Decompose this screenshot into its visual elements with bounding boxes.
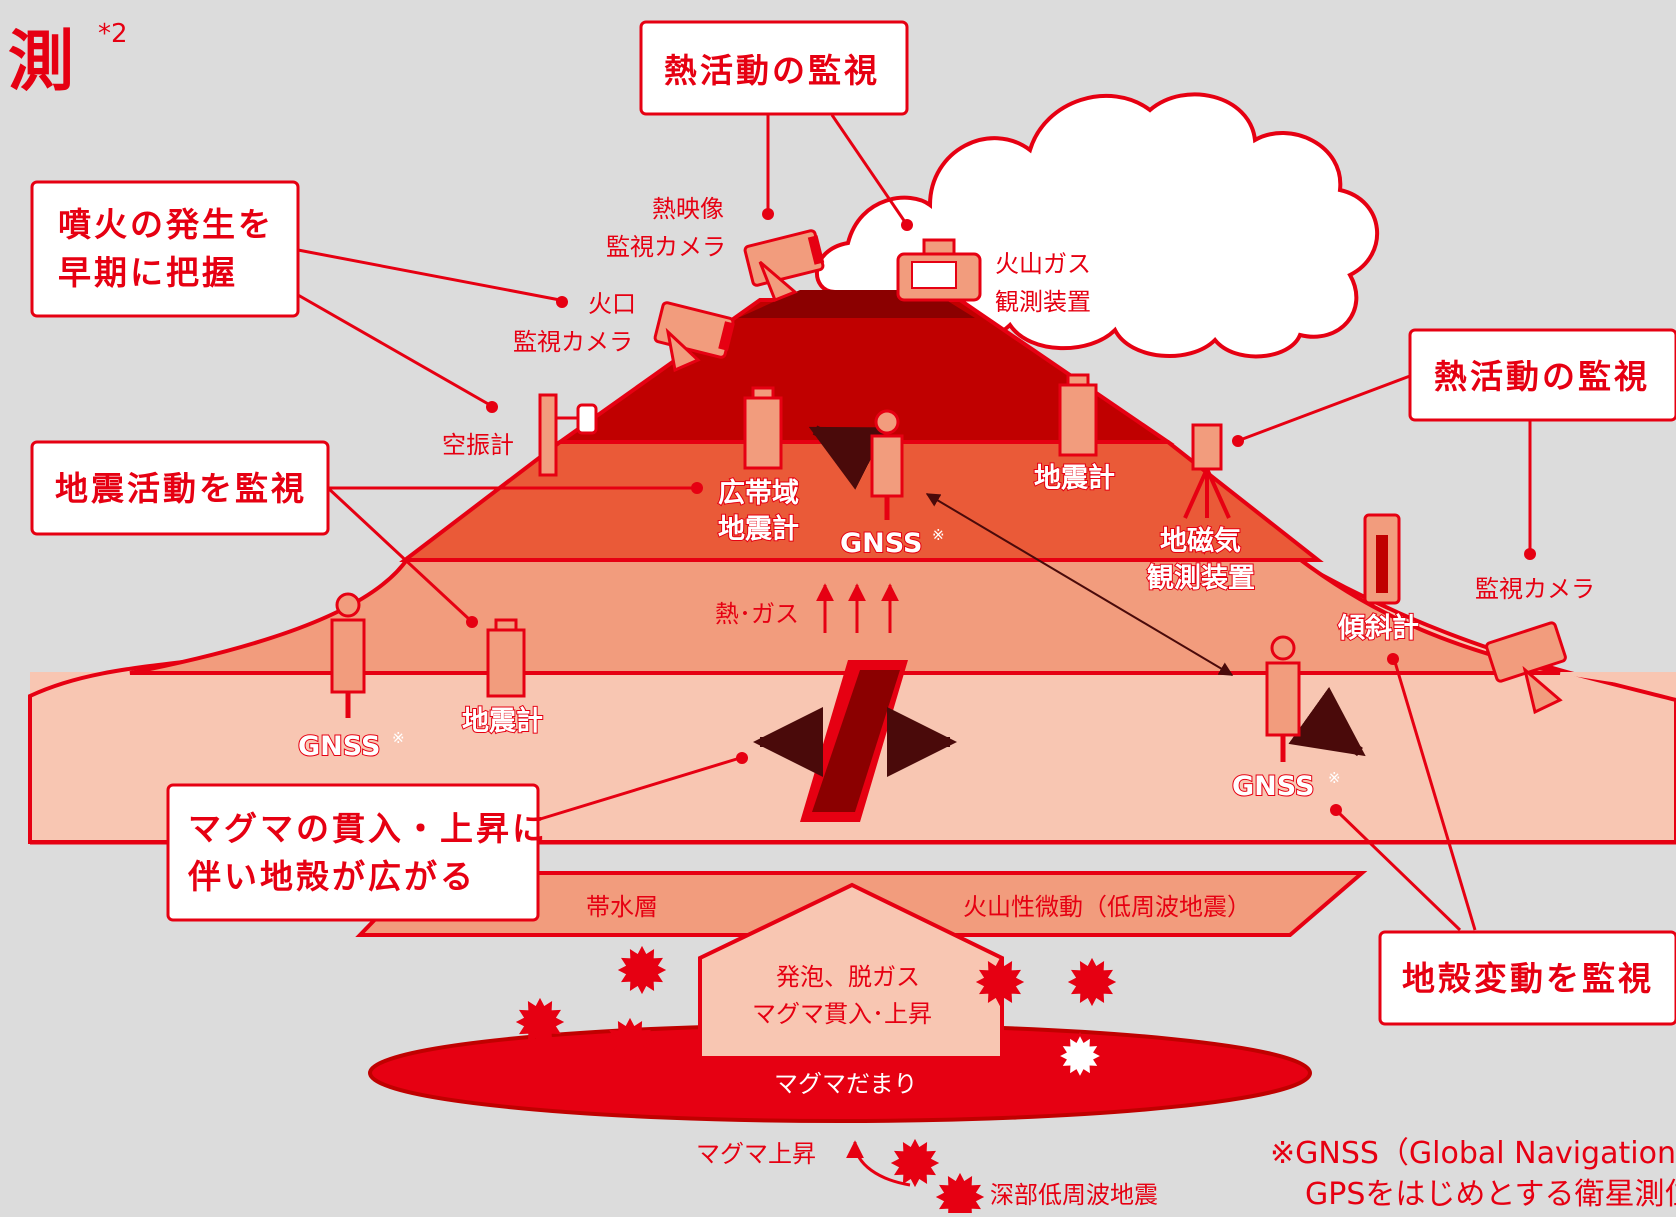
gas-monitor-icon xyxy=(896,238,982,302)
gnss-center-displacement-arrow xyxy=(808,425,888,490)
tiltmeter-icon xyxy=(1363,513,1401,605)
leader-lines xyxy=(297,114,1536,932)
infrasound-icon xyxy=(538,393,598,477)
label-tremor: 火山性微動（低周波地震） xyxy=(963,893,1251,921)
earthquake-burst-icon xyxy=(890,1138,940,1188)
label-gnss-right-mark: ※ xyxy=(1328,769,1341,787)
earthquake-burst-icon xyxy=(1055,1031,1105,1081)
earthquake-burst-icon xyxy=(935,1172,985,1217)
heading-char: 測 xyxy=(8,23,74,100)
earthquake-burst-icon xyxy=(515,997,565,1047)
earthquake-burst-icon xyxy=(975,957,1025,1007)
callout-thermal-top: 熱活動の監視 xyxy=(639,20,909,116)
seismometer-left-icon xyxy=(486,618,526,698)
callout-eruption-line2: 早期に把握 xyxy=(58,253,238,292)
label-magnetometer-2: 観測装置 xyxy=(1147,562,1255,594)
heading-footnote-mark: *2 xyxy=(98,19,128,49)
heat-gas-arrows xyxy=(816,583,899,633)
label-gnss-left: GNSS xyxy=(298,731,380,762)
thermal-camera-icon xyxy=(743,229,825,302)
label-crater-camera-2: 監視カメラ xyxy=(513,328,633,356)
gnss-right-displacement-arrow xyxy=(1288,686,1366,757)
label-foaming: 発泡、脱ガス xyxy=(776,963,920,991)
label-thermal-camera-1: 熱映像 xyxy=(652,195,724,223)
footnote-line1: ※GNSS（Global Navigation xyxy=(1270,1136,1676,1171)
heat-gas-label: 熱･ガス xyxy=(715,600,799,628)
earthquake-bursts xyxy=(515,945,1117,1217)
magma-rise-arrow xyxy=(846,1140,911,1187)
gnss-baseline-arrow xyxy=(925,493,1234,676)
callout-magma-line2: 伴い地殻が広がる xyxy=(187,857,476,896)
label-magnetometer-1: 地磁気 xyxy=(1160,525,1241,557)
label-gnss-center: GNSS xyxy=(840,528,922,559)
label-infrasound: 空振計 xyxy=(442,431,514,459)
magnetometer-icon xyxy=(1183,423,1231,519)
callout-crust: 地殻変動を監視 xyxy=(1378,930,1676,1026)
label-tiltmeter: 傾斜計 xyxy=(1337,612,1419,644)
label-crater-camera-1: 火口 xyxy=(588,290,636,318)
broadband-seismometer-icon xyxy=(743,386,783,470)
callout-seismic-text: 地震活動を監視 xyxy=(55,469,307,508)
label-broadband-1: 広帯域 xyxy=(718,477,799,509)
gnss-left-icon xyxy=(330,592,366,718)
earthquake-burst-icon xyxy=(617,945,667,995)
callout-thermal-right: 熱活動の監視 xyxy=(1408,328,1676,422)
gnss-center-icon xyxy=(870,409,904,520)
callout-thermal-right-text: 熱活動の監視 xyxy=(1434,357,1650,396)
label-gnss-left-mark: ※ xyxy=(392,729,405,747)
label-thermal-camera-2: 監視カメラ xyxy=(606,233,726,261)
label-monitor-camera: 監視カメラ xyxy=(1475,575,1595,603)
callout-eruption: 噴火の発生を 早期に把握 xyxy=(30,180,300,318)
callout-magma: マグマの貫入・上昇に 伴い地殻が広がる xyxy=(166,783,548,922)
label-aquifer: 帯水層 xyxy=(586,893,658,921)
label-gas-2: 観測装置 xyxy=(995,288,1091,316)
callout-thermal-top-text: 熱活動の監視 xyxy=(664,51,880,90)
callout-seismic: 地震活動を監視 xyxy=(30,440,330,536)
callout-magma-line1: マグマの貫入・上昇に xyxy=(188,809,548,848)
dike-intrusion xyxy=(800,660,908,822)
label-gnss-right: GNSS xyxy=(1232,771,1314,802)
label-magma-rise: マグマ上昇 xyxy=(696,1140,816,1168)
footnote-line2: GPSをはじめとする衛星測位 xyxy=(1305,1177,1676,1212)
crater-camera-icon xyxy=(653,301,735,373)
callout-eruption-line1: 噴火の発生を xyxy=(58,205,274,244)
seismometer-right-icon xyxy=(1058,373,1098,457)
label-seismometer-right: 地震計 xyxy=(1034,462,1115,494)
label-gnss-center-mark: ※ xyxy=(932,526,945,544)
callout-crust-text: 地殻変動を監視 xyxy=(1402,959,1654,998)
label-seismometer-left: 地震計 xyxy=(462,705,543,737)
label-broadband-2: 地震計 xyxy=(718,513,799,545)
monitor-camera-icon xyxy=(1485,621,1567,715)
label-magma-chamber: マグマだまり xyxy=(774,1070,918,1098)
label-magma-intrusion: マグマ貫入･上昇 xyxy=(752,1000,932,1028)
earthquake-burst-icon xyxy=(1067,957,1117,1007)
label-gas-1: 火山ガス xyxy=(995,250,1091,278)
label-deep-lf: 深部低周波地震 xyxy=(990,1181,1158,1209)
earthquake-burst-icon xyxy=(605,1017,655,1067)
gnss-right-icon xyxy=(1265,635,1301,762)
